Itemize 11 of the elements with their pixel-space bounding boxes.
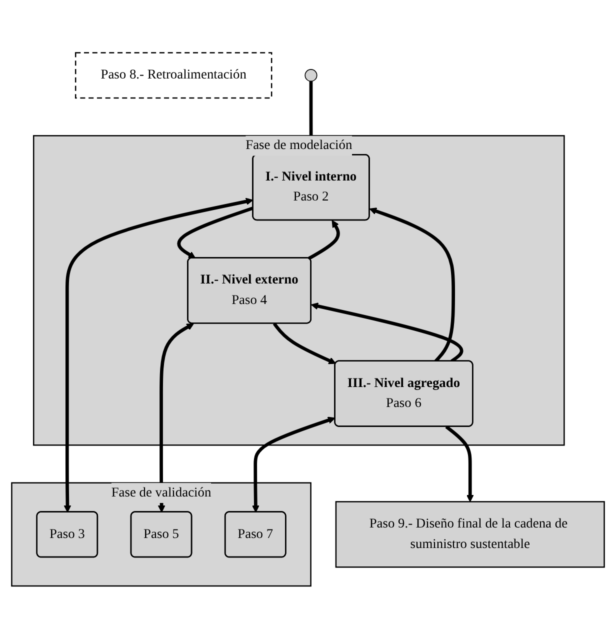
arrow [64, 198, 254, 512]
arrow [310, 302, 464, 362]
arrow [177, 206, 254, 258]
arrow [445, 425, 474, 502]
arrow [252, 416, 336, 512]
node-box: Paso 9.- Diseño final de la cadena de suministro sustentable [335, 500, 605, 568]
arrow [158, 323, 194, 512]
node-box: Paso 8.- Retroalimentación [74, 52, 272, 98]
arrow [272, 322, 336, 364]
arrow [308, 220, 340, 260]
arrow [369, 207, 456, 362]
